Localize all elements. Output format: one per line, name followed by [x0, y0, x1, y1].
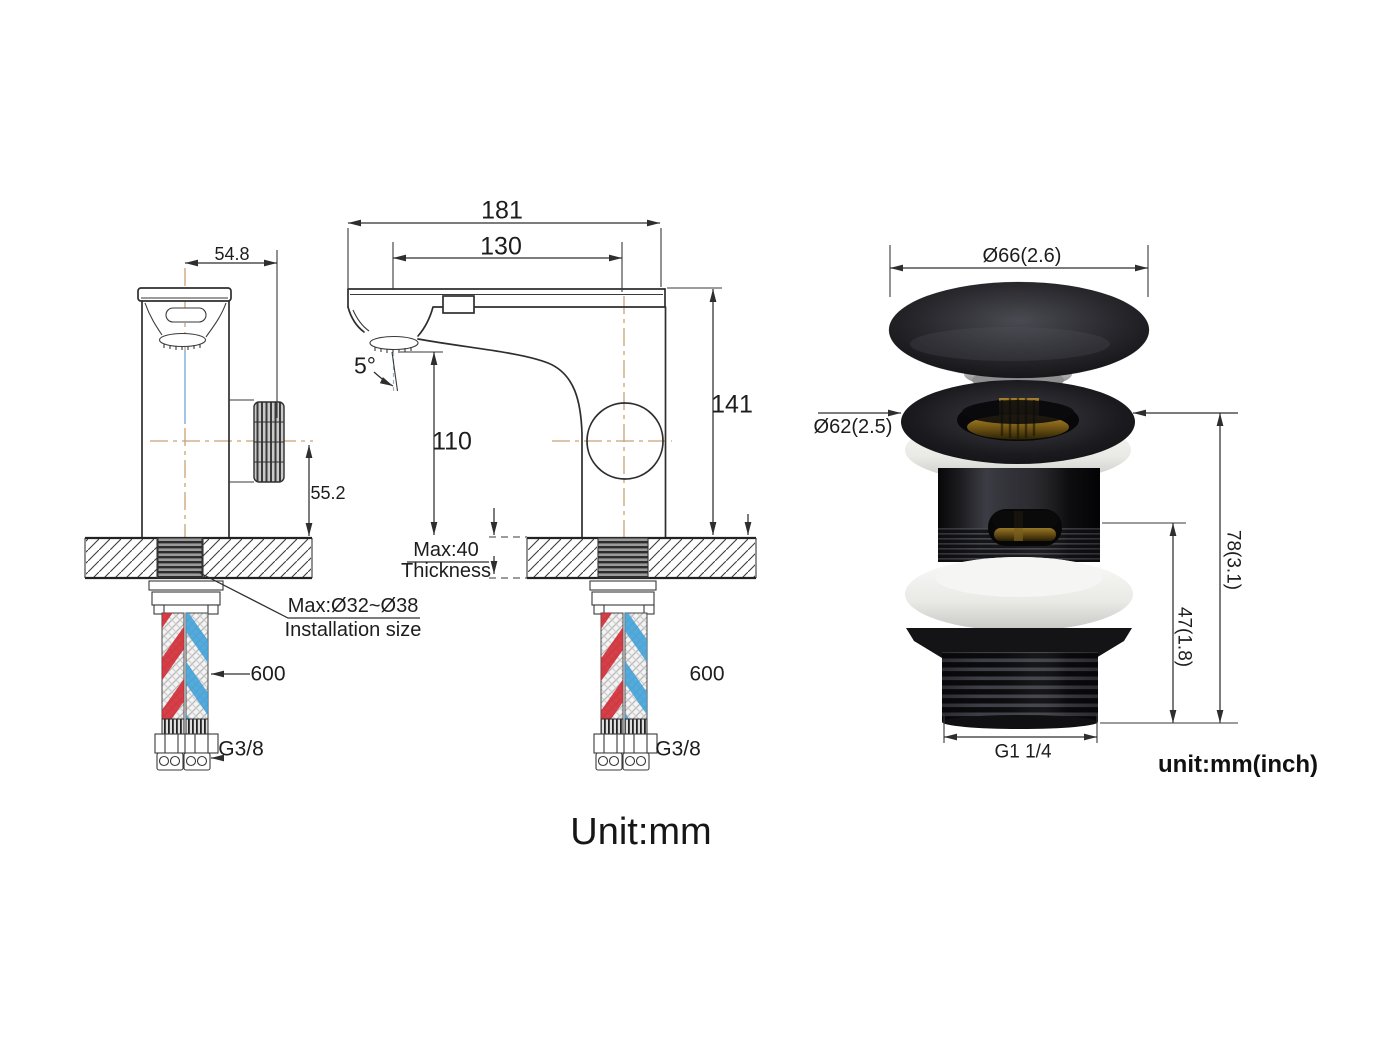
front-hose-thread-label: G3/8 — [655, 737, 701, 761]
deck-thickness-label: Thickness — [400, 560, 492, 582]
drain-locknut-and-thread — [906, 628, 1132, 729]
supply-hose-cold-front — [624, 612, 648, 720]
drain-overall-height-dimension: 78(3.1) — [1222, 529, 1244, 591]
sheet-unit-label: Unit:mm — [570, 811, 712, 853]
spout-angle-label: 5° — [354, 352, 376, 379]
drain-flange — [901, 380, 1135, 483]
side-hose-length-dimension: 600 — [250, 662, 286, 686]
front-spout-height-dimension: 110 — [432, 427, 472, 456]
supply-hose-hot-front — [600, 612, 624, 720]
drain-thread-size-label: G1 1/4 — [994, 741, 1052, 763]
side-width-dimension: 54.8 — [214, 244, 250, 264]
supply-hose-hot — [161, 612, 185, 720]
faucet-front-view — [347, 219, 757, 771]
front-hose-length-dimension: 600 — [689, 662, 725, 686]
countertop-section-front — [489, 536, 757, 580]
front-overall-height-dimension: 141 — [711, 390, 753, 419]
installation-size-label: Installation size — [284, 619, 422, 641]
overflow-hole — [988, 509, 1062, 546]
front-overall-width-dimension: 181 — [481, 196, 523, 225]
faucet-side-view — [84, 250, 420, 771]
drain-cap — [888, 281, 1150, 379]
drain-assembly-photo — [818, 245, 1238, 743]
drain-body — [938, 468, 1100, 562]
drain-unit-note: unit:mm(inch) — [1158, 751, 1318, 778]
deck-max-thickness-label: Max:40 — [413, 539, 479, 561]
drain-gasket — [905, 557, 1133, 631]
drain-flange-diameter-dimension: Ø62(2.5) — [813, 416, 893, 438]
front-spout-reach-dimension: 130 — [480, 232, 522, 261]
supply-hose-cold — [185, 612, 209, 720]
side-hose-thread-label: G3/8 — [218, 737, 264, 761]
drain-cap-diameter-dimension: Ø66(2.6) — [982, 245, 1062, 267]
drain-thread-length-dimension: 47(1.8) — [1173, 606, 1195, 668]
installation-size-max-label: Max:Ø32~Ø38 — [287, 595, 419, 617]
side-spout-center-height-dimension: 55.2 — [310, 483, 346, 503]
